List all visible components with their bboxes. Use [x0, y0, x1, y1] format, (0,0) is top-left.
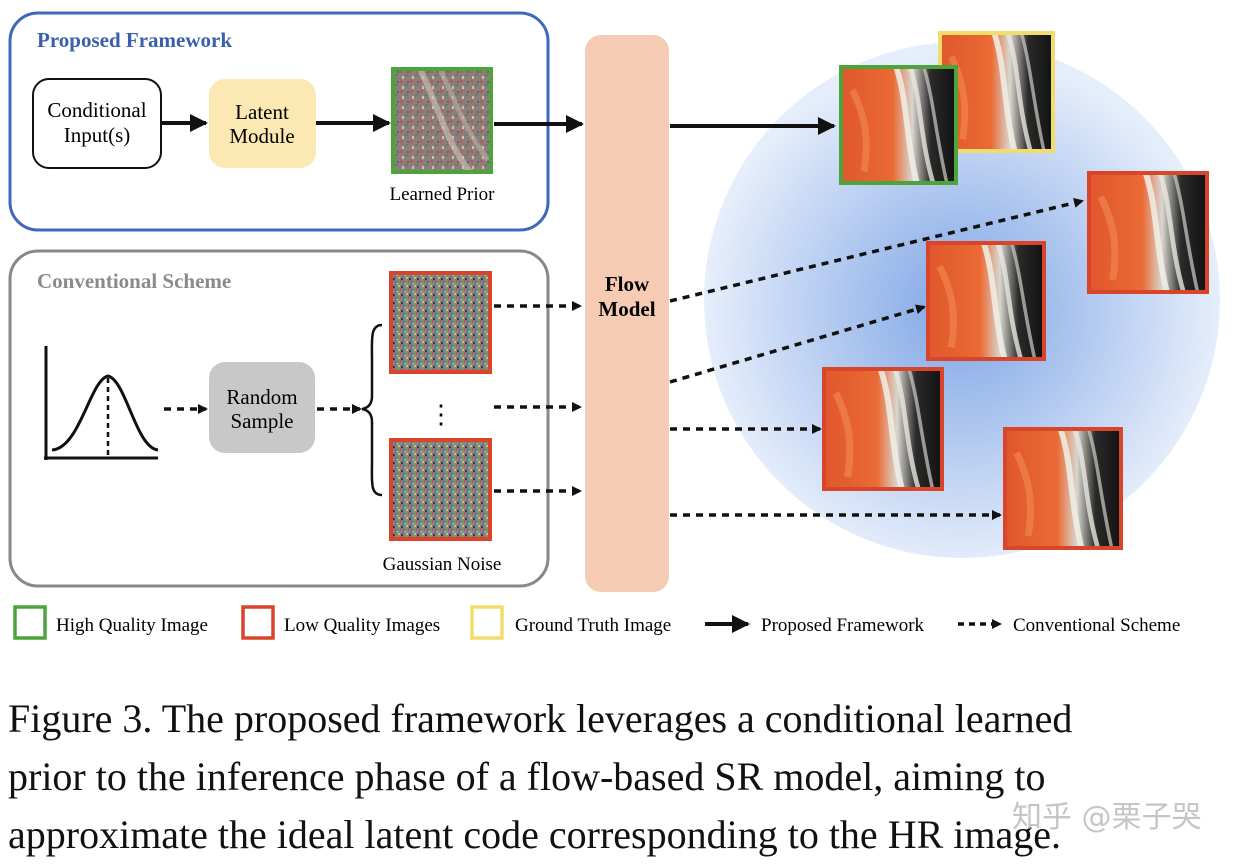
flow-model-box [585, 35, 669, 592]
legend-high-quality: High Quality Image [56, 615, 208, 636]
latent-module-label-line2: Module [229, 124, 294, 148]
legend-proposed: Proposed Framework [761, 615, 925, 636]
legend-green-swatch [13, 605, 47, 640]
noise-image-top [389, 271, 492, 374]
low-quality-image-1 [1087, 171, 1209, 294]
brace-icon [361, 323, 383, 497]
learned-prior-label: Learned Prior [390, 184, 496, 205]
conditional-input-label-line2: Input(s) [64, 123, 131, 147]
gaussian-noise-label: Gaussian Noise [383, 554, 502, 575]
watermark: 知乎 @栗子哭 [1012, 800, 1202, 835]
latent-module-box [209, 79, 316, 168]
legend-conventional: Conventional Scheme [1013, 615, 1180, 636]
conditional-input-box [32, 78, 162, 169]
gaussian-curve-icon [44, 346, 159, 460]
caption-line-2: prior to the inference phase of a flow-b… [8, 754, 1046, 799]
flow-model-label-line2: Model [598, 297, 655, 321]
legend-red-swatch [241, 605, 275, 640]
arrow-flow-to-lq1 [669, 198, 1084, 303]
low-quality-image-2 [926, 241, 1046, 361]
noise-image-bottom [389, 438, 492, 541]
random-sample-label-line1: Random [226, 385, 297, 409]
vertical-ellipsis: ⋮ [428, 400, 454, 429]
random-sample-label-line2: Sample [231, 409, 294, 433]
latent-module-label-line1: Latent [235, 100, 289, 124]
conditional-input-label-line1: Conditional [47, 98, 146, 122]
proposed-framework-title: Proposed Framework [37, 28, 232, 52]
proposed-framework-panel [8, 11, 550, 232]
learned-prior-image [391, 67, 493, 174]
legend: High Quality Image Low Quality Images Gr… [13, 605, 1180, 640]
legend-low-quality: Low Quality Images [284, 615, 440, 636]
legend-ground-truth: Ground Truth Image [515, 615, 671, 636]
conventional-scheme-panel [8, 249, 550, 588]
flow-model-label-line1: Flow [605, 272, 650, 296]
legend-yellow-swatch [470, 605, 504, 640]
arrow-flow-to-lq2 [669, 304, 926, 384]
low-quality-image-3 [822, 367, 944, 491]
high-quality-image [839, 65, 958, 185]
figure-caption: Figure 3. The proposed framework leverag… [8, 690, 1248, 864]
caption-line-3: approximate the ideal latent code corres… [8, 812, 1061, 857]
random-sample-box [209, 362, 315, 453]
low-quality-image-4 [1003, 427, 1123, 550]
caption-line-1: Figure 3. The proposed framework leverag… [8, 696, 1073, 741]
conventional-scheme-title: Conventional Scheme [37, 269, 231, 293]
